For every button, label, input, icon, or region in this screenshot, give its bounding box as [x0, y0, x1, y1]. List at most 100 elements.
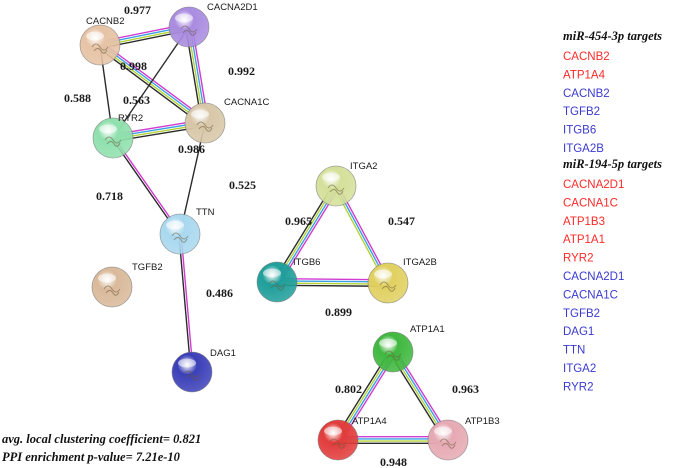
node-sphere [171, 351, 213, 393]
legend-item-itgb6: ITGB6 [563, 125, 596, 137]
node-ttn[interactable]: TTN [159, 207, 215, 255]
node-highlight [374, 269, 392, 279]
node-sphere [184, 102, 226, 144]
edge-score: 0.802 [335, 382, 362, 396]
legend-item-cacna2d1: CACNA2D1 [563, 179, 624, 191]
node-label: CACNA2D1 [207, 2, 258, 13]
node-highlight [379, 338, 397, 348]
legend-item-cacnb2: CACNB2 [563, 51, 610, 63]
legend-item-cacna1c: CACNA1C [563, 197, 618, 209]
edge-score: 0.547 [388, 214, 415, 228]
protein-structure-icon [171, 232, 189, 243]
protein-structure-icon [103, 285, 121, 296]
edge-line [112, 26, 190, 139]
edge-line [98, 45, 205, 125]
legend-item-ryr2: RYR2 [563, 253, 593, 265]
node-cacna2d1[interactable]: CACNA2D1 [168, 2, 258, 48]
node-label: ITGB6 [293, 257, 320, 268]
legend-item-cacna2d1: CACNA2D1 [563, 271, 624, 283]
edge-line [101, 41, 208, 121]
protein-structure-icon [183, 370, 201, 381]
protein-structure-icon [104, 136, 122, 147]
node-sphere [315, 165, 357, 207]
node-atp1a1[interactable]: ATP1A1 [372, 324, 445, 373]
node-highlight [263, 268, 281, 278]
legend-item-atp1a1: ATP1A1 [563, 234, 605, 246]
protein-structure-icon [91, 43, 109, 54]
edge-line [97, 47, 204, 127]
node-ryr2[interactable]: RYR2 [92, 113, 143, 159]
edge-score: 0.998 [120, 59, 147, 73]
node-label: RYR2 [118, 113, 143, 124]
legend-item-atp1a4: ATP1A4 [563, 69, 606, 81]
legend-group-title: miR-454-3p targets [563, 29, 662, 43]
node-label: ITGA2 [350, 161, 377, 172]
node-atp1b3[interactable]: ATP1B3 [427, 416, 500, 461]
protein-structure-icon [329, 438, 347, 449]
node-label: TGFB2 [132, 262, 163, 273]
clustering-coefficient: avg. local clustering coefficient= 0.821 [2, 432, 201, 446]
node-sphere [372, 331, 414, 373]
node-dag1[interactable]: DAG1 [171, 348, 236, 393]
edge-ttn-dag1 [178, 233, 194, 373]
protein-structure-icon [196, 121, 214, 132]
protein-structure-icon [379, 281, 397, 292]
edge-cacna2d1-ryr2 [112, 26, 190, 139]
protein-structure-icon [180, 25, 198, 36]
legend-item-cacnb2: CACNB2 [563, 88, 610, 100]
node-cacnb2[interactable]: CACNB2 [79, 16, 125, 66]
edge-scores-layer: 0.9770.9980.5880.9920.5630.9860.7180.525… [64, 3, 479, 468]
edge-score: 0.899 [325, 305, 352, 319]
edge-score: 0.588 [64, 91, 91, 105]
legend-group-items: CACNA2D1CACNA1CATP1B3ATP1A1RYR2CACNA2D1C… [563, 179, 624, 393]
edge-line [178, 234, 192, 373]
edge-line [100, 43, 207, 123]
node-sphere [159, 213, 201, 255]
edge-score: 0.525 [229, 178, 256, 192]
protein-structure-icon [327, 184, 345, 195]
node-highlight [191, 109, 209, 119]
node-label: ATP1B3 [465, 416, 500, 427]
node-sphere [367, 262, 409, 304]
node-sphere [91, 266, 133, 308]
edge-score: 0.718 [96, 189, 123, 203]
network-stats: avg. local clustering coefficient= 0.821… [2, 432, 201, 464]
edges-layer [97, 23, 452, 444]
node-label: ATP1A4 [352, 416, 387, 427]
edge-score: 0.963 [452, 382, 479, 396]
node-itga2b[interactable]: ITGA2B [367, 257, 437, 304]
node-itga2[interactable]: ITGA2 [315, 161, 377, 207]
legend-item-ttn: TTN [563, 345, 585, 357]
node-highlight [86, 31, 104, 41]
node-highlight [322, 172, 340, 182]
node-tgfb2[interactable]: TGFB2 [91, 262, 163, 308]
node-highlight [166, 220, 184, 230]
legend-item-atp1b3: ATP1B3 [563, 216, 605, 228]
node-label: ITGA2B [403, 257, 437, 268]
legend-item-dag1: DAG1 [563, 326, 594, 338]
edge-score: 0.948 [380, 455, 407, 468]
node-label: CACNA1C [224, 97, 270, 108]
ppi-enrichment-pvalue: PPI enrichment p-value= 7.21e-10 [2, 450, 181, 464]
legend-item-tgfb2: TGFB2 [563, 106, 600, 118]
protein-structure-icon [384, 350, 402, 361]
node-label: TTN [196, 207, 215, 218]
protein-structure-icon [268, 280, 286, 291]
node-highlight [175, 13, 193, 23]
node-sphere [79, 24, 121, 66]
edge-score: 0.977 [124, 3, 151, 17]
edge-score: 0.563 [123, 93, 150, 107]
edge-score: 0.992 [228, 64, 255, 78]
legend-group-title: miR-194-5p targets [563, 157, 662, 171]
node-sphere [92, 117, 134, 159]
node-atp1a4[interactable]: ATP1A4 [317, 416, 387, 461]
node-label: CACNB2 [86, 16, 125, 27]
node-highlight [178, 358, 196, 368]
node-cacna1c[interactable]: CACNA1C [184, 97, 270, 144]
node-sphere [256, 261, 298, 303]
node-itgb6[interactable]: ITGB6 [256, 257, 320, 303]
node-highlight [434, 426, 452, 436]
